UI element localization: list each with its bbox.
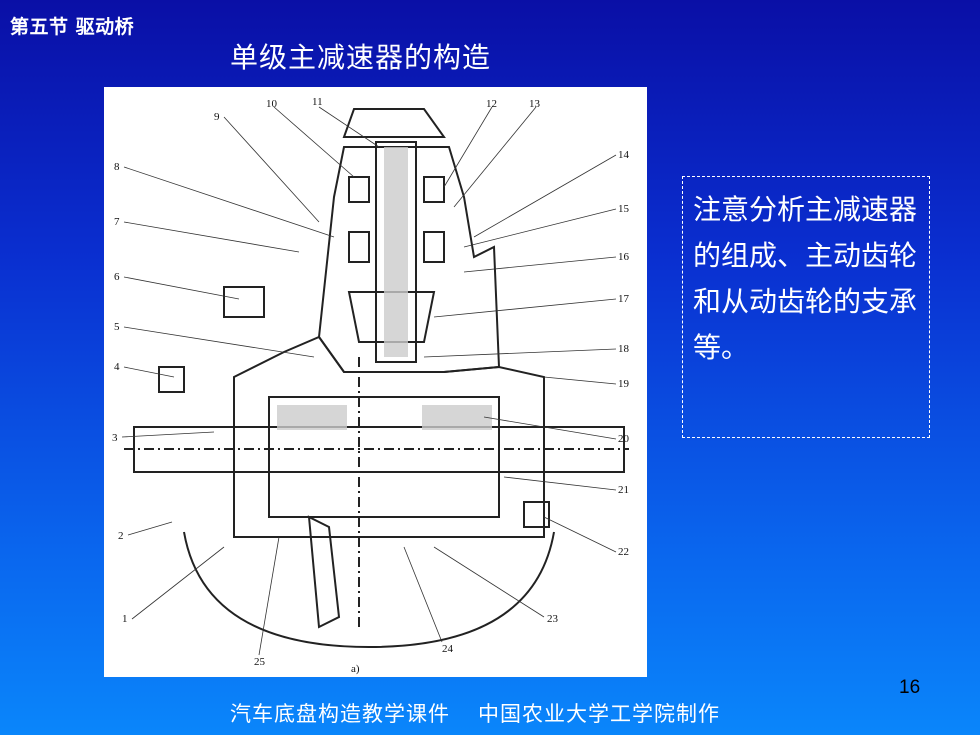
leader-3 <box>121 431 215 438</box>
final-drive-diagram: 1 2 3 4 5 6 7 8 9 10 11 12 13 14 15 16 1… <box>104 87 647 677</box>
leader-15 <box>463 208 617 248</box>
callout-3: 3 <box>112 432 118 444</box>
footer-course: 汽车底盘构造教学课件 <box>230 702 450 726</box>
callout-21: 21 <box>618 484 629 496</box>
leader-22 <box>543 516 617 553</box>
section-label: 第五节 驱动桥 <box>10 16 135 38</box>
leader-20 <box>483 416 617 440</box>
adjusting-nut <box>223 286 265 318</box>
callout-5: 5 <box>114 321 120 333</box>
callout-18: 18 <box>618 343 630 355</box>
callout-10: 10 <box>266 98 278 110</box>
leader-19 <box>543 376 617 385</box>
leader-23 <box>433 546 545 618</box>
pinion-shaft <box>375 141 417 363</box>
bearing-lower-right <box>423 231 445 263</box>
callout-12: 12 <box>486 98 497 110</box>
bearing-upper-right <box>423 176 445 203</box>
hatch-left <box>277 405 347 430</box>
bearing-upper-left <box>348 176 370 203</box>
leader-5 <box>123 326 315 358</box>
carrier-housing <box>233 335 545 538</box>
callout-14: 14 <box>618 149 630 161</box>
leader-7 <box>123 221 300 253</box>
leader-4 <box>123 366 175 378</box>
callout-16: 16 <box>618 251 630 263</box>
slide-title: 单级主减速器的构造 <box>230 41 492 74</box>
footer: 汽车底盘构造教学课件 中国农业大学工学院制作 <box>230 698 748 728</box>
callout-25: 25 <box>254 656 266 668</box>
callout-6: 6 <box>114 271 120 283</box>
leader-21 <box>503 476 617 491</box>
callout-2: 2 <box>118 530 124 542</box>
callout-8: 8 <box>114 161 120 173</box>
callout-19: 19 <box>618 378 630 390</box>
leader-2 <box>127 521 173 536</box>
callout-7: 7 <box>114 216 120 228</box>
note-box: 注意分析主减速器的组成、主动齿轮和从动齿轮的支承等。 <box>682 176 930 438</box>
leader-10 <box>273 106 355 178</box>
callout-15: 15 <box>618 203 630 215</box>
callout-17: 17 <box>618 293 630 305</box>
leader-16 <box>463 256 617 273</box>
housing-cover <box>183 531 555 649</box>
leader-8 <box>123 166 335 238</box>
leader-9 <box>223 116 320 223</box>
figure-caption: a) <box>351 663 360 675</box>
leader-14 <box>473 154 617 238</box>
callout-24: 24 <box>442 643 454 655</box>
callout-20: 20 <box>618 433 630 445</box>
leader-25 <box>258 536 280 656</box>
leader-12 <box>443 106 493 188</box>
leader-11 <box>318 106 380 148</box>
callout-11: 11 <box>312 96 323 108</box>
callout-9: 9 <box>214 111 220 123</box>
leader-17 <box>433 298 617 318</box>
leader-6 <box>123 276 240 300</box>
diagram-drawing: 1 2 3 4 5 6 7 8 9 10 11 12 13 14 15 16 1… <box>112 96 630 675</box>
leader-1 <box>131 546 225 620</box>
callout-22: 22 <box>618 546 629 558</box>
ring-gear <box>307 515 341 629</box>
leader-13 <box>453 106 537 208</box>
bolt-right <box>523 501 550 528</box>
input-flange <box>342 108 446 138</box>
bolt-left <box>158 366 185 393</box>
hatch-right <box>422 405 492 430</box>
bearing-lower-left <box>348 231 370 263</box>
footer-org: 中国农业大学工学院制作 <box>478 702 720 726</box>
callout-23: 23 <box>547 613 559 625</box>
differential-case <box>268 396 500 518</box>
callout-13: 13 <box>529 98 541 110</box>
callout-4: 4 <box>114 361 120 373</box>
callout-1: 1 <box>122 613 128 625</box>
leader-24 <box>403 546 443 643</box>
shaft-fill <box>384 147 408 357</box>
bearing-housing <box>317 146 501 373</box>
leader-18 <box>423 348 617 358</box>
page-number: 16 <box>899 677 921 698</box>
